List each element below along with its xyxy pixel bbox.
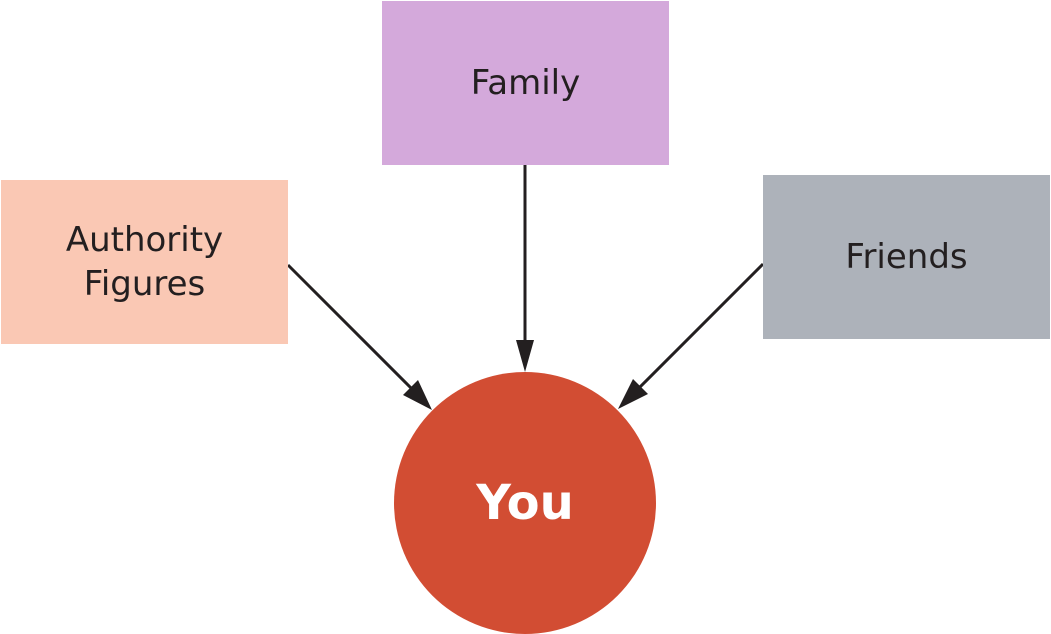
friends-label: Friends	[845, 237, 968, 277]
you-label: You	[476, 475, 574, 531]
arrowhead-friends	[618, 379, 648, 409]
you-circle: You	[394, 372, 656, 634]
authority-figures-label: Authority Figures	[65, 220, 224, 304]
family-label: Family	[470, 63, 581, 103]
family-box: Family	[382, 1, 669, 165]
arrowhead-family	[516, 340, 534, 372]
arrowhead-authority	[403, 380, 432, 410]
arrow-friends-to-you	[634, 262, 765, 393]
friends-box: Friends	[763, 175, 1050, 339]
authority-figures-box: Authority Figures	[1, 180, 288, 344]
arrow-authority-to-you	[286, 263, 417, 394]
